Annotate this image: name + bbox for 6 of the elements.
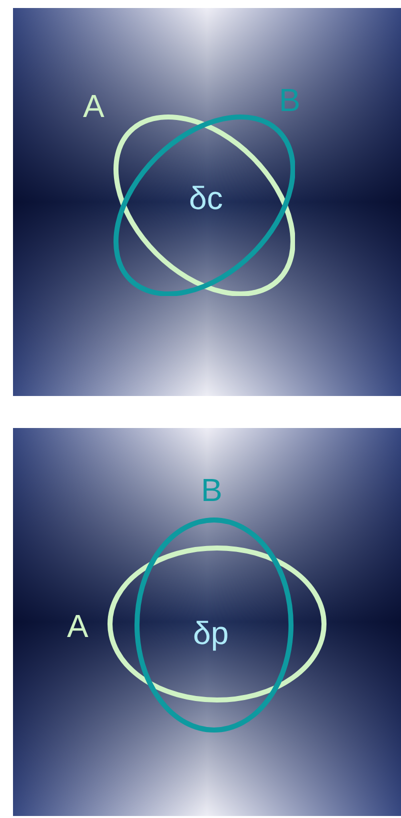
set-label: A <box>67 608 88 644</box>
set-label: A <box>83 88 104 124</box>
set-label: B <box>201 472 222 508</box>
overlap-label: δc <box>189 180 223 216</box>
set-label: B <box>279 82 300 118</box>
overlap-label: δp <box>193 615 229 651</box>
